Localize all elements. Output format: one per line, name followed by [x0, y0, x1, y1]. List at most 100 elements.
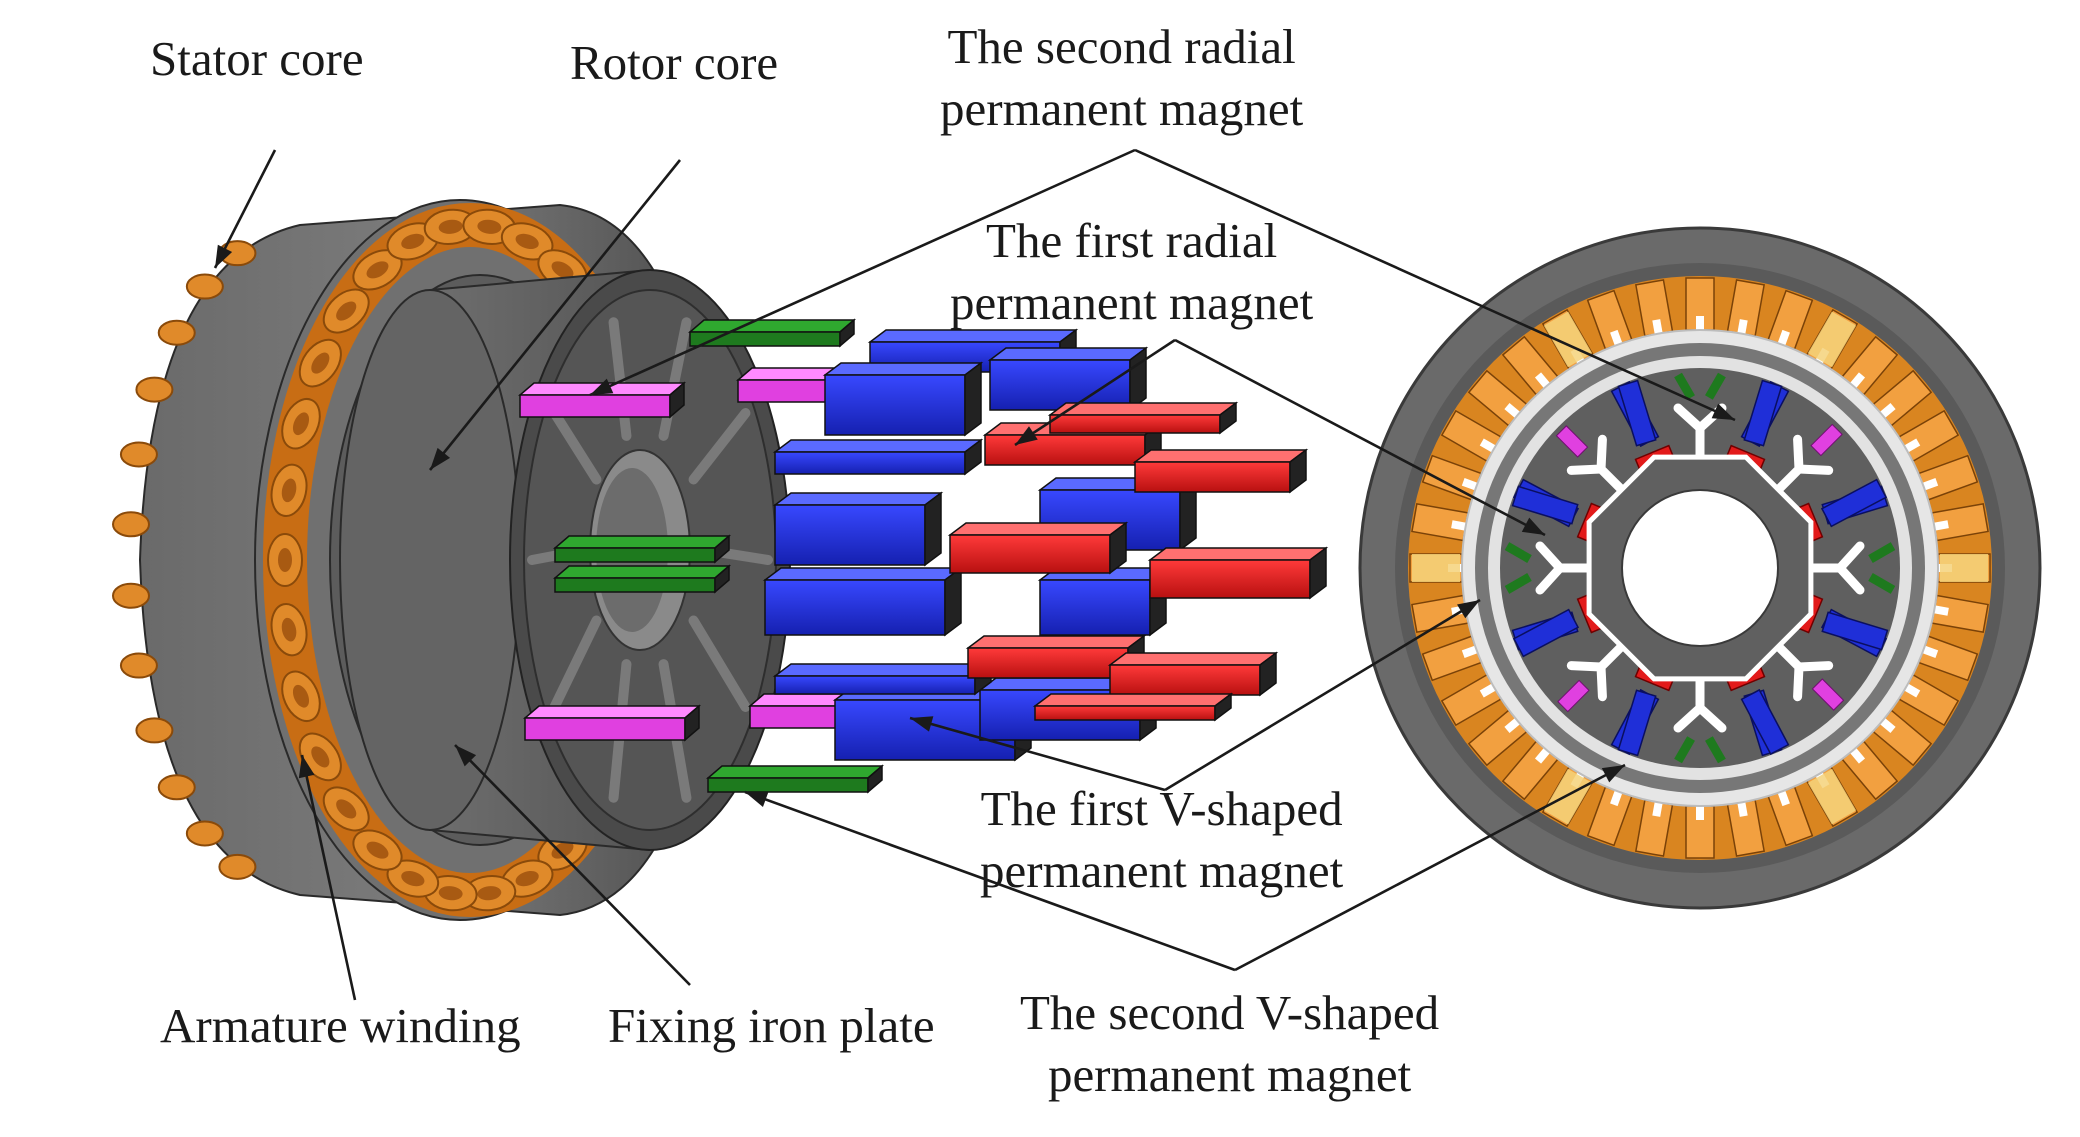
section-coil	[1937, 553, 1991, 583]
arrowhead	[430, 447, 451, 470]
v-magnet-green	[1674, 372, 1695, 400]
red-magnet-face	[1034, 705, 1216, 721]
red-magnet	[1147, 546, 1329, 600]
green-magnet-top	[552, 535, 732, 549]
blue-magnet-face	[764, 579, 946, 636]
highlight-coil	[1412, 554, 1460, 582]
coil-hole	[551, 261, 574, 279]
blue-magnet-top	[987, 347, 1149, 361]
back-coil-tips	[112, 240, 257, 880]
radial-magnet-magenta	[1555, 425, 1589, 458]
red-magnet	[1132, 448, 1309, 494]
green-magnet	[552, 564, 732, 594]
blue-magnet-top	[772, 663, 994, 677]
blue-magnet-side	[964, 438, 982, 476]
blue-magnet-top	[772, 492, 944, 506]
arrowhead	[215, 244, 233, 268]
slot-opening	[1652, 801, 1663, 817]
red-magnet-top	[965, 635, 1147, 649]
green-magnet-side	[867, 764, 883, 794]
v-magnet-blue	[1512, 608, 1580, 658]
coil-hole	[438, 886, 463, 901]
blue-magnet	[772, 491, 944, 567]
blue-magnet-side	[964, 361, 982, 437]
radial-magnet-magenta	[1811, 678, 1845, 711]
arrowhead	[910, 716, 934, 732]
coil-hole	[292, 684, 310, 708]
section-coil	[1767, 785, 1814, 847]
section-coil	[1931, 594, 1989, 634]
coil-hole	[477, 886, 502, 901]
v-magnet-green	[1868, 542, 1896, 563]
slot-opening	[1737, 319, 1748, 335]
arrowhead	[455, 745, 477, 767]
coil-hole	[311, 746, 330, 768]
flux-barrier	[1566, 434, 1626, 494]
highlight-coil	[1807, 311, 1857, 368]
leader-first-v-left	[909, 716, 1166, 792]
slot-opening	[1696, 806, 1704, 820]
red-magnet-top	[1107, 652, 1279, 666]
slot-opening	[1879, 402, 1896, 419]
v-magnet-blue	[1511, 485, 1579, 525]
flux-barrier	[1535, 541, 1593, 595]
coil-hole	[366, 841, 389, 859]
v-magnet-green	[1504, 542, 1532, 563]
coil-hole	[401, 870, 425, 887]
slot-opening	[1534, 372, 1551, 389]
red-magnet-top	[1132, 449, 1309, 463]
slot-opening	[1451, 520, 1467, 531]
leader-arrowheads	[215, 244, 1735, 808]
coil-hole	[281, 478, 297, 503]
slot-opening	[1933, 520, 1949, 531]
v-magnet-blue	[1743, 379, 1783, 447]
leader-first-v-right	[1164, 598, 1481, 792]
flux-barrier	[1807, 541, 1865, 595]
blue-magnet-top	[762, 567, 964, 581]
blue-magnet	[772, 662, 994, 696]
rotor-rib	[549, 408, 602, 485]
blue-magnet-side	[944, 566, 962, 637]
back-coil	[119, 652, 158, 679]
v-magnet-blue	[1617, 689, 1657, 757]
coil-hole	[438, 219, 463, 234]
coil-hole	[336, 301, 357, 321]
coil-hole	[515, 233, 539, 250]
green-magnet-top	[687, 319, 857, 333]
red-magnet-side	[1219, 401, 1237, 435]
leader-second-v-left	[744, 790, 1236, 972]
back-coil	[157, 774, 196, 801]
highlight-coil	[1543, 768, 1593, 825]
back-coil	[112, 511, 151, 538]
slot-opening	[1461, 478, 1478, 491]
arrowhead	[1015, 426, 1038, 445]
leader-first-radial-left	[1014, 338, 1176, 447]
red-magnet-face	[1149, 559, 1311, 599]
slot-opening	[1534, 747, 1551, 764]
rotor-rib	[688, 615, 751, 712]
section-coil	[1586, 289, 1633, 351]
v-magnet-green	[1674, 736, 1695, 764]
slot-opening	[1504, 402, 1521, 419]
slot-opening	[1904, 683, 1921, 698]
arrowhead	[1711, 403, 1735, 420]
red-magnet-top	[947, 522, 1129, 536]
radial-magnet-magenta	[1557, 679, 1590, 713]
red-magnet	[1047, 401, 1239, 435]
slot-opening	[1777, 329, 1790, 346]
section-coil	[1685, 277, 1715, 331]
blue-magnet-face	[774, 675, 976, 695]
slot-opening	[1610, 790, 1623, 807]
label-first-radial-pm: The first radial permanent magnet	[950, 213, 1314, 330]
leader-second-radial-right	[1134, 148, 1736, 422]
blue-magnet-face	[774, 504, 926, 566]
green-magnet	[687, 318, 857, 348]
blue-magnet-face	[1039, 579, 1151, 636]
red-magnet-face	[984, 434, 1146, 466]
coil-hole	[281, 617, 297, 642]
label-rotor-core: Rotor core	[570, 35, 779, 90]
slot-opening	[1696, 316, 1704, 330]
label-second-v-pm: The second V-shaped permanent magnet	[1020, 985, 1440, 1102]
green-magnet-side	[714, 534, 730, 564]
label-armature-winding: Armature winding	[160, 998, 521, 1053]
